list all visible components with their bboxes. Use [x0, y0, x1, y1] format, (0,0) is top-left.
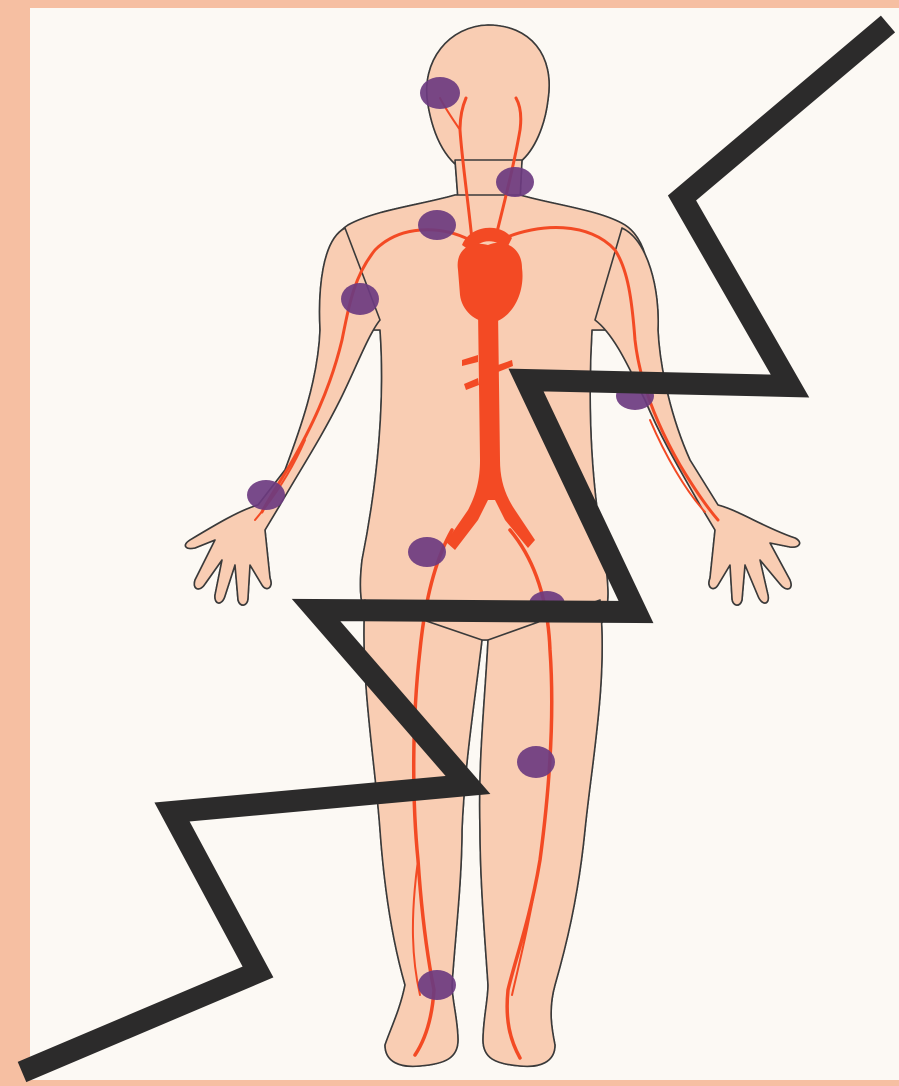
pulse-point-femoral-left: [408, 537, 446, 567]
pulse-point-brachial-left: [341, 283, 379, 315]
pulse-point-radial: [247, 480, 285, 510]
pulse-point-dorsalis-pedis: [418, 970, 456, 1000]
pulse-point-carotid: [496, 167, 534, 197]
pulse-point-popliteal: [517, 746, 555, 778]
pulse-point-temporal: [420, 77, 460, 109]
pulse-point-subclavian: [418, 210, 456, 240]
